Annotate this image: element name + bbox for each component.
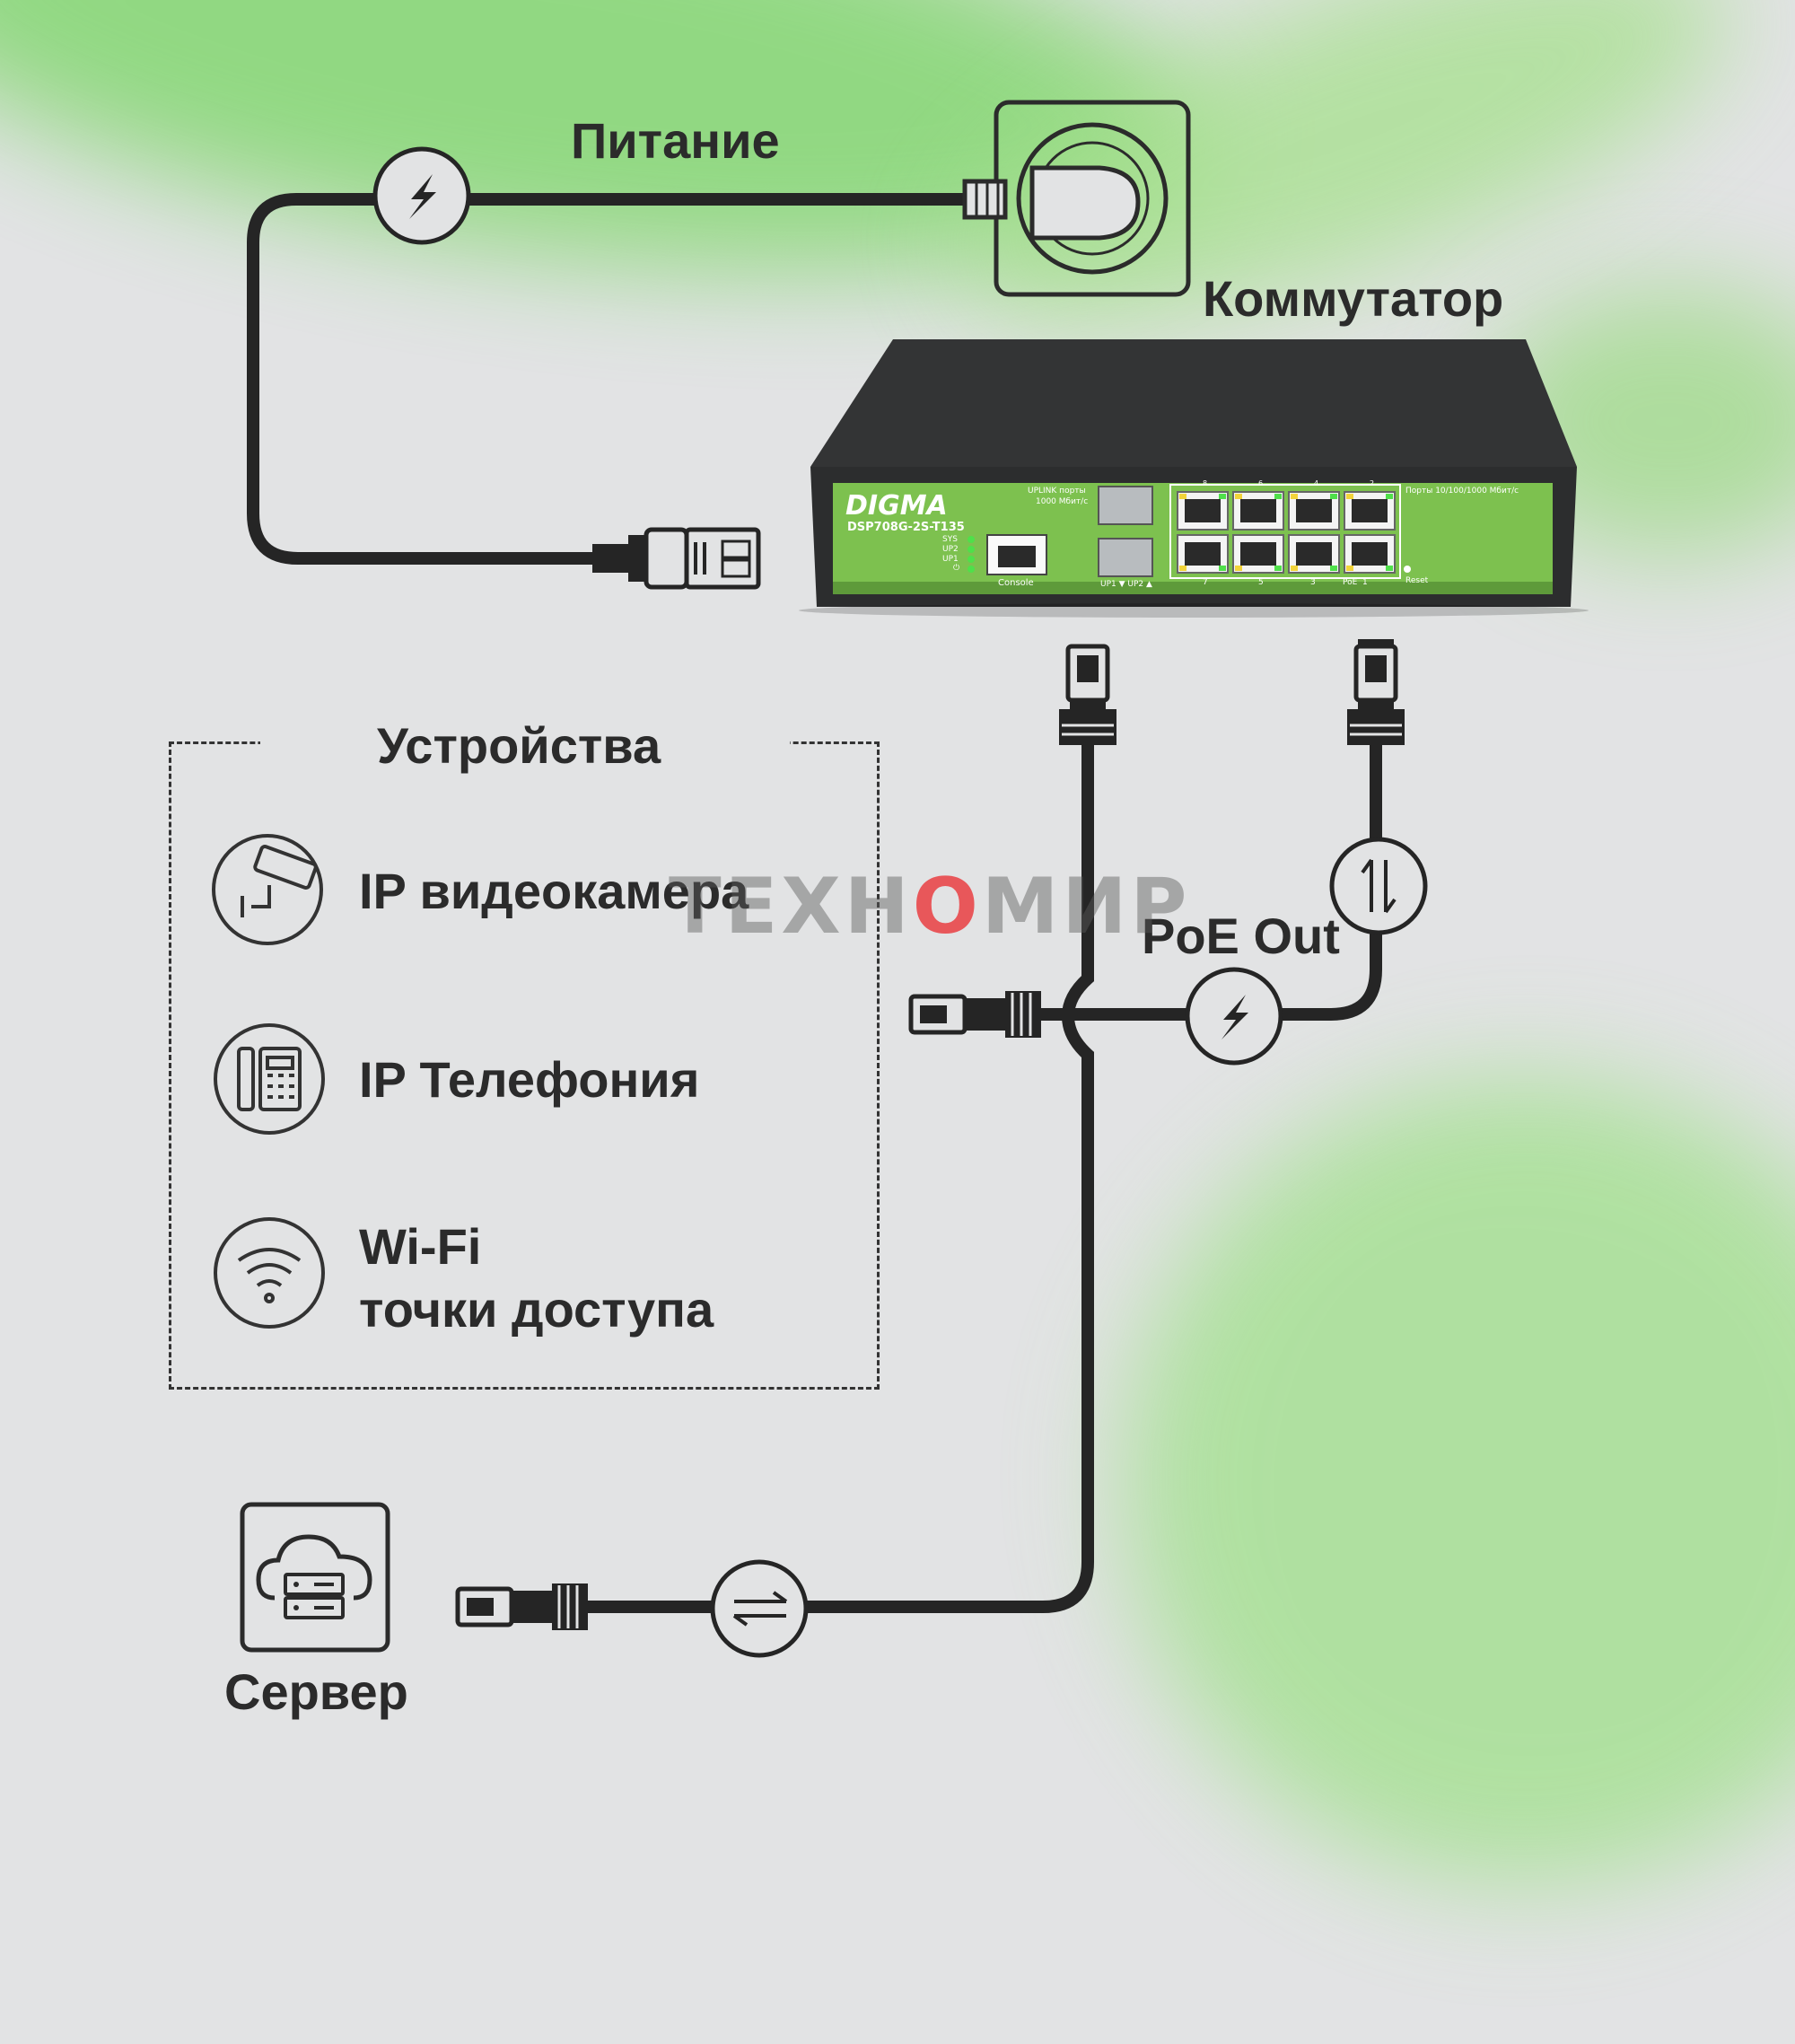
watermark-text-start: ТЕХН bbox=[669, 862, 913, 952]
device-label-wifi-line2: точки доступа bbox=[359, 1281, 714, 1338]
wall-socket-icon bbox=[962, 100, 1191, 297]
rj45-connector-devices bbox=[908, 991, 1041, 1038]
power-bolt-icon bbox=[372, 146, 471, 245]
port-number-3: 3 bbox=[1310, 578, 1316, 587]
port-number-7: 7 bbox=[1203, 578, 1208, 587]
switch-model: DSP708G-2S-T135 bbox=[847, 521, 965, 534]
watermark: ТЕХНOМИР bbox=[669, 862, 1190, 952]
devices-title-background bbox=[260, 729, 790, 761]
server-label: Сервер bbox=[224, 1663, 408, 1720]
uplink-label-line1: UPLINK порты bbox=[1028, 487, 1086, 496]
server-cloud-icon bbox=[240, 1502, 390, 1653]
cctv-camera-icon bbox=[212, 834, 323, 945]
port-number-5: 5 bbox=[1258, 578, 1264, 587]
poe-out-label: PoE Out bbox=[1142, 908, 1340, 964]
switch-label: Коммутатор bbox=[1203, 270, 1504, 327]
watermark-text-end: МИР bbox=[981, 862, 1191, 952]
led-label-power: ⏻ bbox=[953, 564, 960, 573]
led-label-up1: UP1 bbox=[942, 555, 959, 564]
poe-cable bbox=[1005, 718, 1382, 1021]
network-switch bbox=[799, 339, 1589, 618]
rj45-connector-poe bbox=[1347, 639, 1405, 745]
led-label-up2: UP2 bbox=[942, 545, 959, 554]
reset-label: Reset bbox=[1405, 576, 1429, 585]
data-transfer-vertical-icon bbox=[1329, 837, 1428, 935]
devices-title: Устройства bbox=[377, 717, 661, 774]
ports-label: Порты 10/100/1000 Мбит/с bbox=[1405, 487, 1519, 496]
rj45-connector-server bbox=[455, 1583, 588, 1630]
device-label-ip-camera: IP видеокамера bbox=[359, 863, 749, 919]
console-label: Console bbox=[998, 578, 1034, 588]
port-number-4: 4 bbox=[1314, 479, 1319, 487]
uplink-cable bbox=[574, 718, 1094, 1613]
device-label-ip-telephony: IP Телефония bbox=[359, 1051, 700, 1108]
port-number-2: 2 bbox=[1370, 479, 1375, 487]
device-label-wifi-line1: Wi-Fi bbox=[359, 1218, 482, 1275]
port-number-8: 8 bbox=[1203, 479, 1208, 487]
power-label: Питание bbox=[571, 112, 780, 169]
uplink-port-labels: UP1 ▼ UP2 ▲ bbox=[1100, 580, 1152, 589]
data-transfer-horizontal-icon bbox=[710, 1559, 809, 1658]
port-number-6: 6 bbox=[1258, 479, 1264, 487]
led-label-sys: SYS bbox=[942, 535, 958, 544]
desk-phone-icon bbox=[214, 1023, 325, 1135]
poe-bolt-icon bbox=[1185, 967, 1283, 1066]
uplink-label-line2: 1000 Мбит/с bbox=[1036, 497, 1089, 506]
port-number-poe-1: PoE 1 bbox=[1343, 578, 1368, 587]
power-cable bbox=[247, 193, 971, 565]
rj45-connector-uplink bbox=[1059, 639, 1116, 745]
watermark-power-o-icon: O bbox=[912, 862, 982, 952]
diagram-canvas bbox=[212, 100, 1589, 1658]
power-plug-c13-icon bbox=[592, 527, 761, 590]
wifi-icon bbox=[214, 1217, 325, 1329]
switch-brand: DIGMA bbox=[845, 490, 948, 522]
